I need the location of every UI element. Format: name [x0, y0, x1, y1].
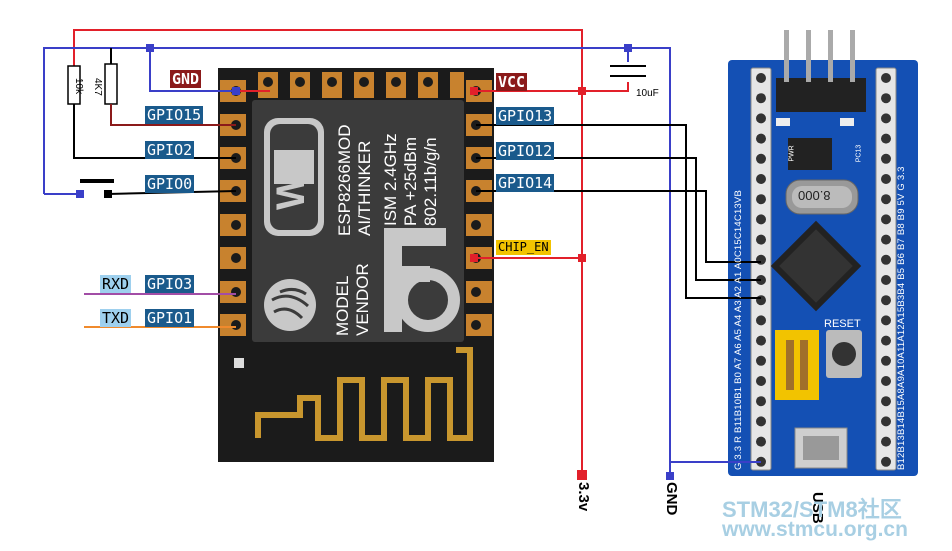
board-pin-hole: [756, 174, 766, 184]
v33-label: 3.3v: [575, 482, 592, 512]
label-gpio13: GPIO13: [496, 107, 555, 125]
board-pin-hole: [756, 194, 766, 205]
cap-value: 10uF: [636, 88, 659, 99]
board-pin-hole: [881, 436, 891, 447]
label-gnd: GND: [170, 70, 202, 88]
board-pin-hole: [881, 456, 891, 467]
board-pin-hole: [756, 214, 766, 225]
board-pin-hole: [881, 315, 891, 326]
board-pin-hole: [881, 93, 891, 104]
board-pin-hole: [881, 133, 891, 144]
board-pin-hole: [756, 153, 766, 164]
label-gpio0: GPIO0: [145, 175, 195, 193]
watermark-title: STM32/STM8社区: [722, 497, 902, 522]
board-pin-hole: [881, 254, 891, 265]
board-pin-hole: [756, 93, 766, 104]
board-pin-hole: [756, 335, 766, 346]
board-pin-hole: [881, 113, 891, 124]
module-model: MODEL: [333, 275, 352, 336]
board-pin-hole: [881, 295, 891, 306]
label-gpio2: GPIO2: [145, 141, 195, 159]
module-spec-wifi: 802.11b/g/n: [421, 137, 440, 226]
board-pin-hole: [756, 295, 766, 306]
board-pin-hole: [881, 73, 891, 83]
pwr-label: PWR: [788, 145, 796, 162]
board-pin-hole: [756, 113, 766, 124]
label-gpio15: GPIO15: [145, 106, 204, 124]
board-pin-hole: [881, 396, 891, 407]
board-pin-holes: [756, 73, 891, 467]
label-gpio14: GPIO14: [496, 174, 555, 192]
espressif-logo-icon: [264, 279, 316, 331]
board-pin-hole: [756, 355, 766, 366]
label-rxd: RXD: [100, 275, 132, 293]
regulator-chip: [788, 138, 832, 170]
gnd-power-label: GND: [663, 482, 680, 516]
board-pin-hole: [881, 376, 891, 386]
board-pin-hole: [881, 335, 891, 346]
board-pin-hole: [756, 436, 766, 447]
r1-value: 10k: [73, 78, 84, 95]
boot-jumpers: [775, 330, 819, 400]
module-model-name: ESP8266MOD: [335, 124, 354, 237]
board-right-pin-labels: B12B13B14B15A8A9A10A11A12A15B3B4 B5 B6 B…: [896, 166, 907, 470]
wifi-logo-icon: Wi: [264, 118, 324, 236]
fcc-logo-icon: [384, 228, 460, 332]
board-pin-hole: [756, 73, 766, 83]
module-vendor: VENDOR: [353, 263, 372, 336]
gnd-wires: [43, 47, 761, 475]
label-vcc: VCC: [496, 73, 528, 91]
pc13-label: PC13: [855, 144, 863, 163]
signal-wires: [476, 124, 761, 299]
r2-value: 4K7: [92, 78, 103, 96]
label-gpio1: GPIO1: [145, 309, 195, 327]
module-led: [234, 358, 244, 368]
watermark-url: www.stmcu.org.cn: [722, 518, 908, 541]
label-chip-en: CHIP_EN: [496, 240, 551, 255]
board-pin-columns: [750, 67, 897, 471]
board-pin-hole: [881, 214, 891, 225]
pcb-antenna: [255, 347, 473, 441]
board-pin-hole: [881, 153, 891, 164]
board-pin-hole: [756, 234, 766, 245]
module-vendor-name: AI/THINKER: [355, 140, 374, 236]
board-pin-hole: [881, 174, 891, 184]
board-pin-hole: [756, 133, 766, 144]
reset-label: RESET: [824, 318, 861, 330]
board-pin-hole: [881, 234, 891, 245]
board-pin-hole: [756, 376, 766, 386]
label-gpio12: GPIO12: [496, 142, 555, 160]
board-pin-hole: [881, 355, 891, 366]
label-gpio3: GPIO3: [145, 275, 195, 293]
board-pin-hole: [881, 275, 891, 285]
board-pin-hole: [881, 416, 891, 427]
board-pin-hole: [881, 194, 891, 205]
module-spec-ism: ISM 2.4GHz: [381, 133, 400, 226]
capacitor-10uf: [610, 65, 646, 77]
board-left-pin-labels: G 3.3 R B11B10B1 B0 A7 A6 A5 A4 A3 A2 A1…: [733, 190, 744, 470]
board-pin-hole: [756, 416, 766, 427]
board-pin-hole: [756, 396, 766, 407]
board-pin-hole: [756, 315, 766, 326]
crystal-label: 8.000: [798, 188, 831, 203]
resistor-4k7: [104, 63, 118, 105]
label-txd: TXD: [100, 309, 132, 327]
programming-header: [776, 30, 866, 112]
board-pin-hole: [756, 254, 766, 265]
module-spec-pa: PA +25dBm: [401, 137, 420, 226]
